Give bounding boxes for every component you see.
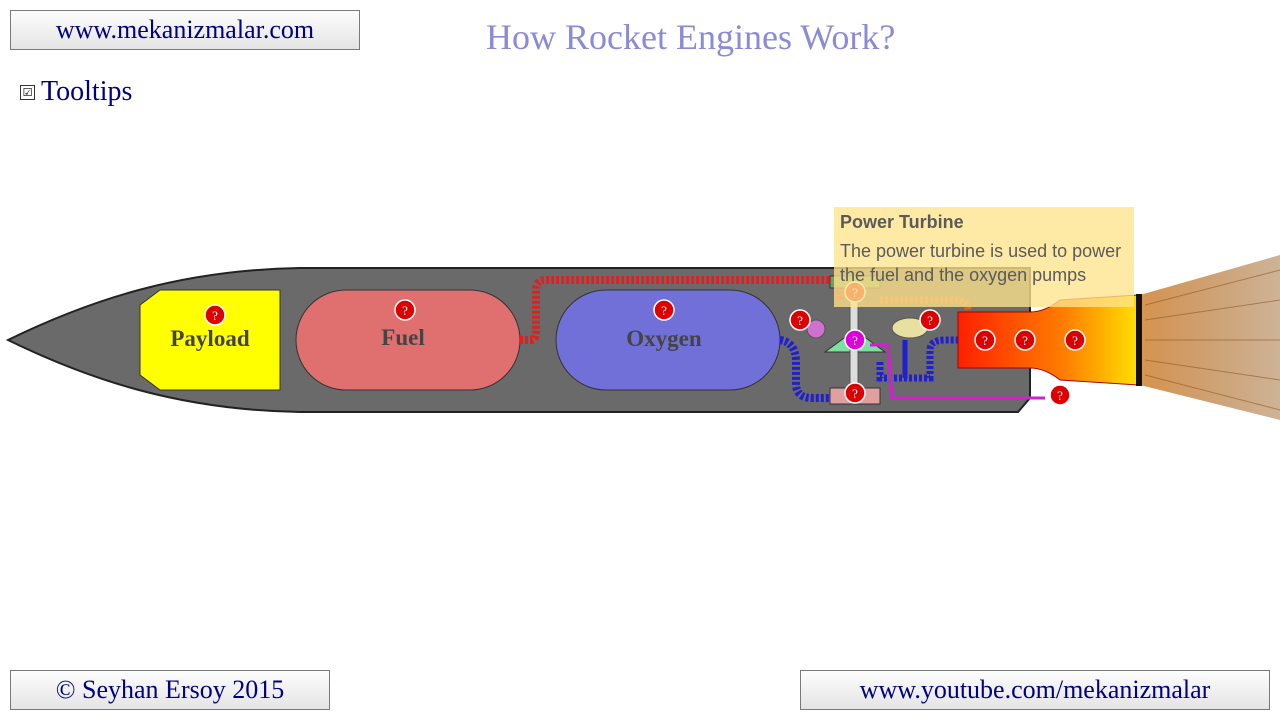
tooltips-label: Tooltips — [41, 76, 133, 107]
fuel-line — [520, 276, 844, 344]
oxygen-line — [779, 336, 840, 402]
tooltip-popup: Power Turbine The power turbine is used … — [834, 207, 1134, 307]
help-marker-oxygen-pump[interactable]: ? — [844, 382, 866, 404]
help-marker-oxygen[interactable]: ? — [653, 299, 675, 321]
help-marker-payload[interactable]: ? — [204, 304, 226, 326]
copyright-button[interactable]: © Seyhan Ersoy 2015 — [10, 670, 330, 710]
svg-text:?: ? — [852, 386, 858, 401]
payload-compartment — [139, 289, 281, 391]
website-link-button[interactable]: www.mekanizmalar.com — [10, 10, 360, 50]
payload-label: Payload — [170, 326, 249, 351]
turbine-exhaust-duct — [870, 343, 1045, 400]
svg-text:?: ? — [927, 313, 933, 328]
svg-text:?: ? — [1057, 388, 1063, 403]
help-marker-nozzle[interactable]: ? — [1064, 329, 1086, 351]
exhaust-plume — [1140, 255, 1280, 420]
page-title: How Rocket Engines Work? — [486, 17, 896, 57]
help-marker-combustion-chamber[interactable]: ? — [1014, 329, 1036, 351]
nozzle-exit — [1136, 294, 1142, 386]
svg-text:?: ? — [797, 313, 803, 328]
oxygen-line-to-chamber — [876, 336, 958, 382]
svg-text:?: ? — [1072, 333, 1078, 348]
svg-text:?: ? — [1022, 333, 1028, 348]
oxygen-label: Oxygen — [626, 326, 702, 351]
help-marker-fuel[interactable]: ? — [394, 299, 416, 321]
help-marker-turbine-exhaust[interactable]: ? — [1049, 384, 1071, 406]
tooltip-text: The power turbine is used to power the f… — [840, 241, 1122, 285]
exhaust-streaks — [1144, 269, 1280, 411]
help-marker-pre-burner[interactable]: ? — [919, 309, 941, 331]
fuel-label: Fuel — [381, 325, 424, 350]
tooltips-checkbox[interactable]: ☑ — [20, 84, 35, 100]
help-marker-injector[interactable]: ? — [974, 329, 996, 351]
help-marker-gas-generator[interactable]: ? — [789, 309, 811, 331]
svg-text:?: ? — [982, 333, 988, 348]
youtube-link-button[interactable]: www.youtube.com/mekanizmalar — [800, 670, 1270, 710]
svg-text:?: ? — [852, 333, 858, 348]
svg-text:?: ? — [402, 303, 408, 318]
svg-text:?: ? — [661, 303, 667, 318]
tooltip-title: Power Turbine — [840, 212, 964, 232]
svg-text:?: ? — [212, 308, 218, 323]
gas-generator — [806, 319, 826, 339]
tooltips-toggle[interactable]: ☑ Tooltips — [20, 76, 132, 108]
help-marker-power-turbine[interactable]: ? — [844, 329, 866, 351]
